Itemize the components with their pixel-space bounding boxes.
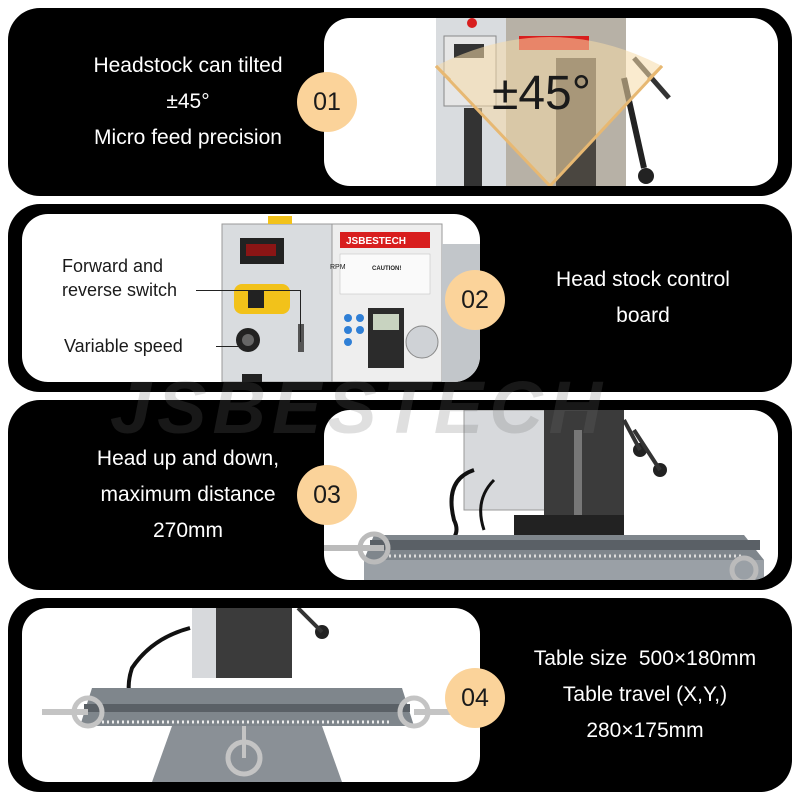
panel-03-caption-line-2: maximum distance — [100, 483, 276, 506]
caution-label: CAUTION! — [372, 266, 402, 272]
panel-03-number-badge: 03 — [297, 465, 357, 525]
table-illustration — [42, 608, 462, 782]
panel-02-caption: Head stock control board — [508, 204, 778, 392]
feature-panel-01: Headstock can tilted ±45° Micro feed pre… — [8, 8, 792, 196]
forward-reverse-leader-drop — [300, 290, 301, 342]
panel-04-number-badge: 04 — [445, 668, 505, 728]
tilt-angle-label: ±45° — [492, 67, 591, 120]
feature-panel-03: Head up and down, maximum distance 270mm… — [8, 400, 792, 590]
feature-panel-04: Table size 500×180mm Table travel (X,Y,)… — [8, 598, 792, 792]
panel-02-photo: JSBESTECH RPM CAUTION! Forward and rever… — [22, 214, 480, 382]
forward-reverse-leader-line — [196, 290, 300, 291]
panel-01-caption-line-3: Micro feed precision — [94, 126, 282, 149]
forward-reverse-line-1: Forward and — [62, 256, 164, 276]
control-board-illustration: JSBESTECH — [221, 216, 480, 382]
panel-04-caption: Table size 500×180mm Table travel (X,Y,)… — [500, 598, 790, 792]
panel-04-caption-line-2: Table travel (X,Y,) — [562, 683, 728, 706]
panel-02-number-badge: 02 — [445, 270, 505, 330]
variable-speed-leader-line — [216, 346, 250, 347]
panel-03-caption-line-1: Head up and down, — [96, 447, 280, 470]
panel-03-caption-line-3: 270mm — [152, 519, 224, 542]
headstock-illustration — [434, 18, 671, 186]
panel-04-caption-line-3: 280×175mm — [586, 719, 704, 742]
panel-01-caption-line-1: Headstock can tilted — [93, 54, 283, 77]
feature-panel-02: JSBESTECH RPM CAUTION! Forward and rever… — [8, 204, 792, 392]
forward-reverse-line-2: reverse switch — [62, 280, 178, 300]
panel-04-photo — [22, 608, 480, 782]
variable-speed-callout: Variable speed — [64, 336, 183, 356]
forward-reverse-callout: Forward and reverse switch — [62, 254, 177, 302]
rpm-label: RPM — [330, 264, 346, 271]
panel-04-caption-line-1: Table size 500×180mm — [533, 647, 757, 670]
panel-01-photo: ±45° — [324, 18, 778, 186]
panel-01-caption-line-2: ±45° — [166, 90, 210, 113]
panel-03-caption: Head up and down, maximum distance 270mm — [38, 400, 338, 590]
panel-01-caption: Headstock can tilted ±45° Micro feed pre… — [38, 8, 338, 196]
column-table-illustration — [324, 410, 764, 580]
panel-02-caption-line-2: board — [616, 304, 670, 327]
panel-03-photo — [324, 410, 778, 580]
panel-02-caption-line-1: Head stock control — [556, 268, 730, 291]
panel-01-number-badge: 01 — [297, 72, 357, 132]
svg-text:JSBESTECH: JSBESTECH — [346, 236, 406, 247]
